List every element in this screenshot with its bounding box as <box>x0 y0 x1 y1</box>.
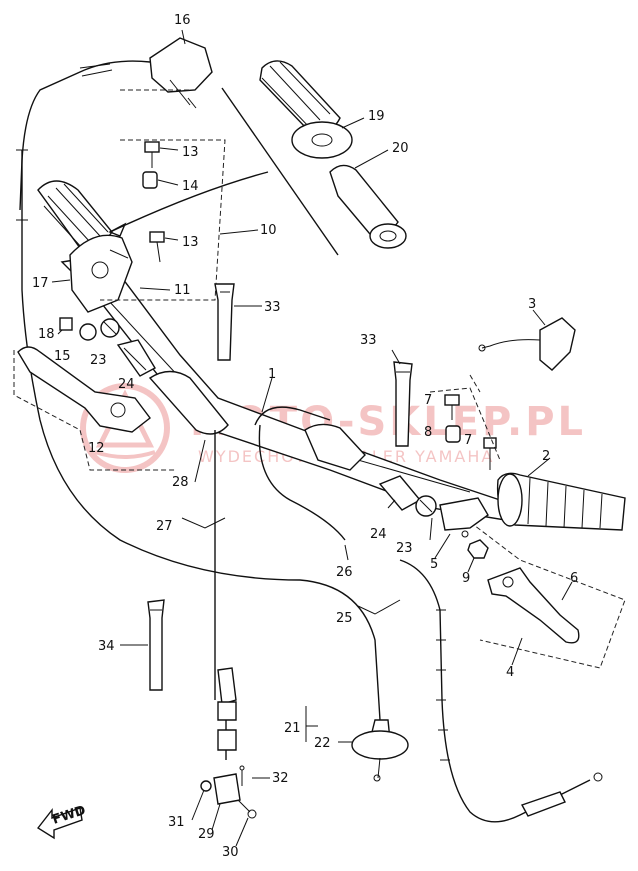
bolt-13a <box>144 141 160 168</box>
callout-6: 6 <box>570 571 578 586</box>
callout-18: 18 <box>38 327 55 342</box>
callout-13a: 13 <box>182 145 199 160</box>
callout-11: 11 <box>174 283 191 298</box>
grip-20 <box>329 164 407 249</box>
strap-33a <box>214 283 235 361</box>
callout-31: 31 <box>168 815 185 830</box>
strap-33b <box>393 361 413 447</box>
pin-32 <box>239 765 245 786</box>
part-15 <box>79 323 97 341</box>
callout-16: 16 <box>174 13 191 28</box>
callout-7a: 7 <box>424 393 432 408</box>
cable-end <box>217 667 237 760</box>
callout-10: 10 <box>260 223 277 238</box>
callout-25: 25 <box>336 611 353 626</box>
throttle-sleeve <box>148 370 229 700</box>
bolt-7a <box>444 394 460 420</box>
pin-30 <box>237 799 257 819</box>
bolt-7b <box>483 437 497 470</box>
callout-19: 19 <box>368 109 385 124</box>
callout-3: 3 <box>528 297 536 312</box>
fwd-arrow-icon: FWD <box>36 803 88 840</box>
collar-8 <box>445 425 461 443</box>
washer-31 <box>200 780 212 792</box>
callout-32: 32 <box>272 771 289 786</box>
right-lever-6 <box>487 567 580 644</box>
nut-9 <box>467 539 489 559</box>
callout-20: 20 <box>392 141 409 156</box>
part-18 <box>59 317 73 331</box>
callout-9: 9 <box>462 571 470 586</box>
callout-23b: 23 <box>396 541 413 556</box>
callout-28: 28 <box>172 475 189 490</box>
callout-24b: 24 <box>370 527 387 542</box>
callout-30: 30 <box>222 845 239 860</box>
callout-15: 15 <box>54 349 71 364</box>
dashed-group-left <box>13 89 226 471</box>
bolt-13b <box>149 231 165 263</box>
callout-29: 29 <box>198 827 215 842</box>
grip-19 <box>259 60 353 159</box>
cap-22 <box>351 719 409 782</box>
callout-2: 2 <box>542 449 550 464</box>
callout-21: 21 <box>284 721 301 736</box>
center-cable <box>254 406 366 541</box>
callout-27: 27 <box>156 519 173 534</box>
callout-5: 5 <box>430 557 438 572</box>
callout-33a: 33 <box>264 300 281 315</box>
callout-4: 4 <box>506 665 514 680</box>
part-23a <box>100 318 120 338</box>
collar-14 <box>142 171 158 189</box>
right-cable <box>399 559 603 823</box>
callout-23a: 23 <box>90 353 107 368</box>
callout-33b: 33 <box>360 333 377 348</box>
callout-24a: 24 <box>118 377 135 392</box>
callout-17: 17 <box>32 276 49 291</box>
callout-26: 26 <box>336 565 353 580</box>
callouts: 16 19 20 13 14 13 10 11 17 33 3 18 15 23… <box>32 13 578 860</box>
callout-12: 12 <box>88 441 105 456</box>
right-grip-2 <box>496 472 626 531</box>
right-switch-3 <box>478 317 576 371</box>
dashed-group-right <box>429 374 626 669</box>
leader-lines <box>51 29 573 847</box>
callout-7b: 7 <box>464 433 472 448</box>
grip-frame <box>108 87 339 256</box>
callout-8: 8 <box>424 425 432 440</box>
left-switch <box>69 234 133 313</box>
left-lever <box>17 346 151 433</box>
callout-34: 34 <box>98 639 115 654</box>
callout-1: 1 <box>268 367 276 382</box>
strap-34 <box>147 599 165 691</box>
part-23b <box>415 495 437 517</box>
left-cable <box>16 149 381 721</box>
callout-14: 14 <box>182 179 199 194</box>
part-24a <box>116 339 156 377</box>
callout-22: 22 <box>314 736 331 751</box>
lever-bracket-5 <box>439 497 489 538</box>
clip-29 <box>213 773 241 805</box>
callout-13b: 13 <box>182 235 199 250</box>
